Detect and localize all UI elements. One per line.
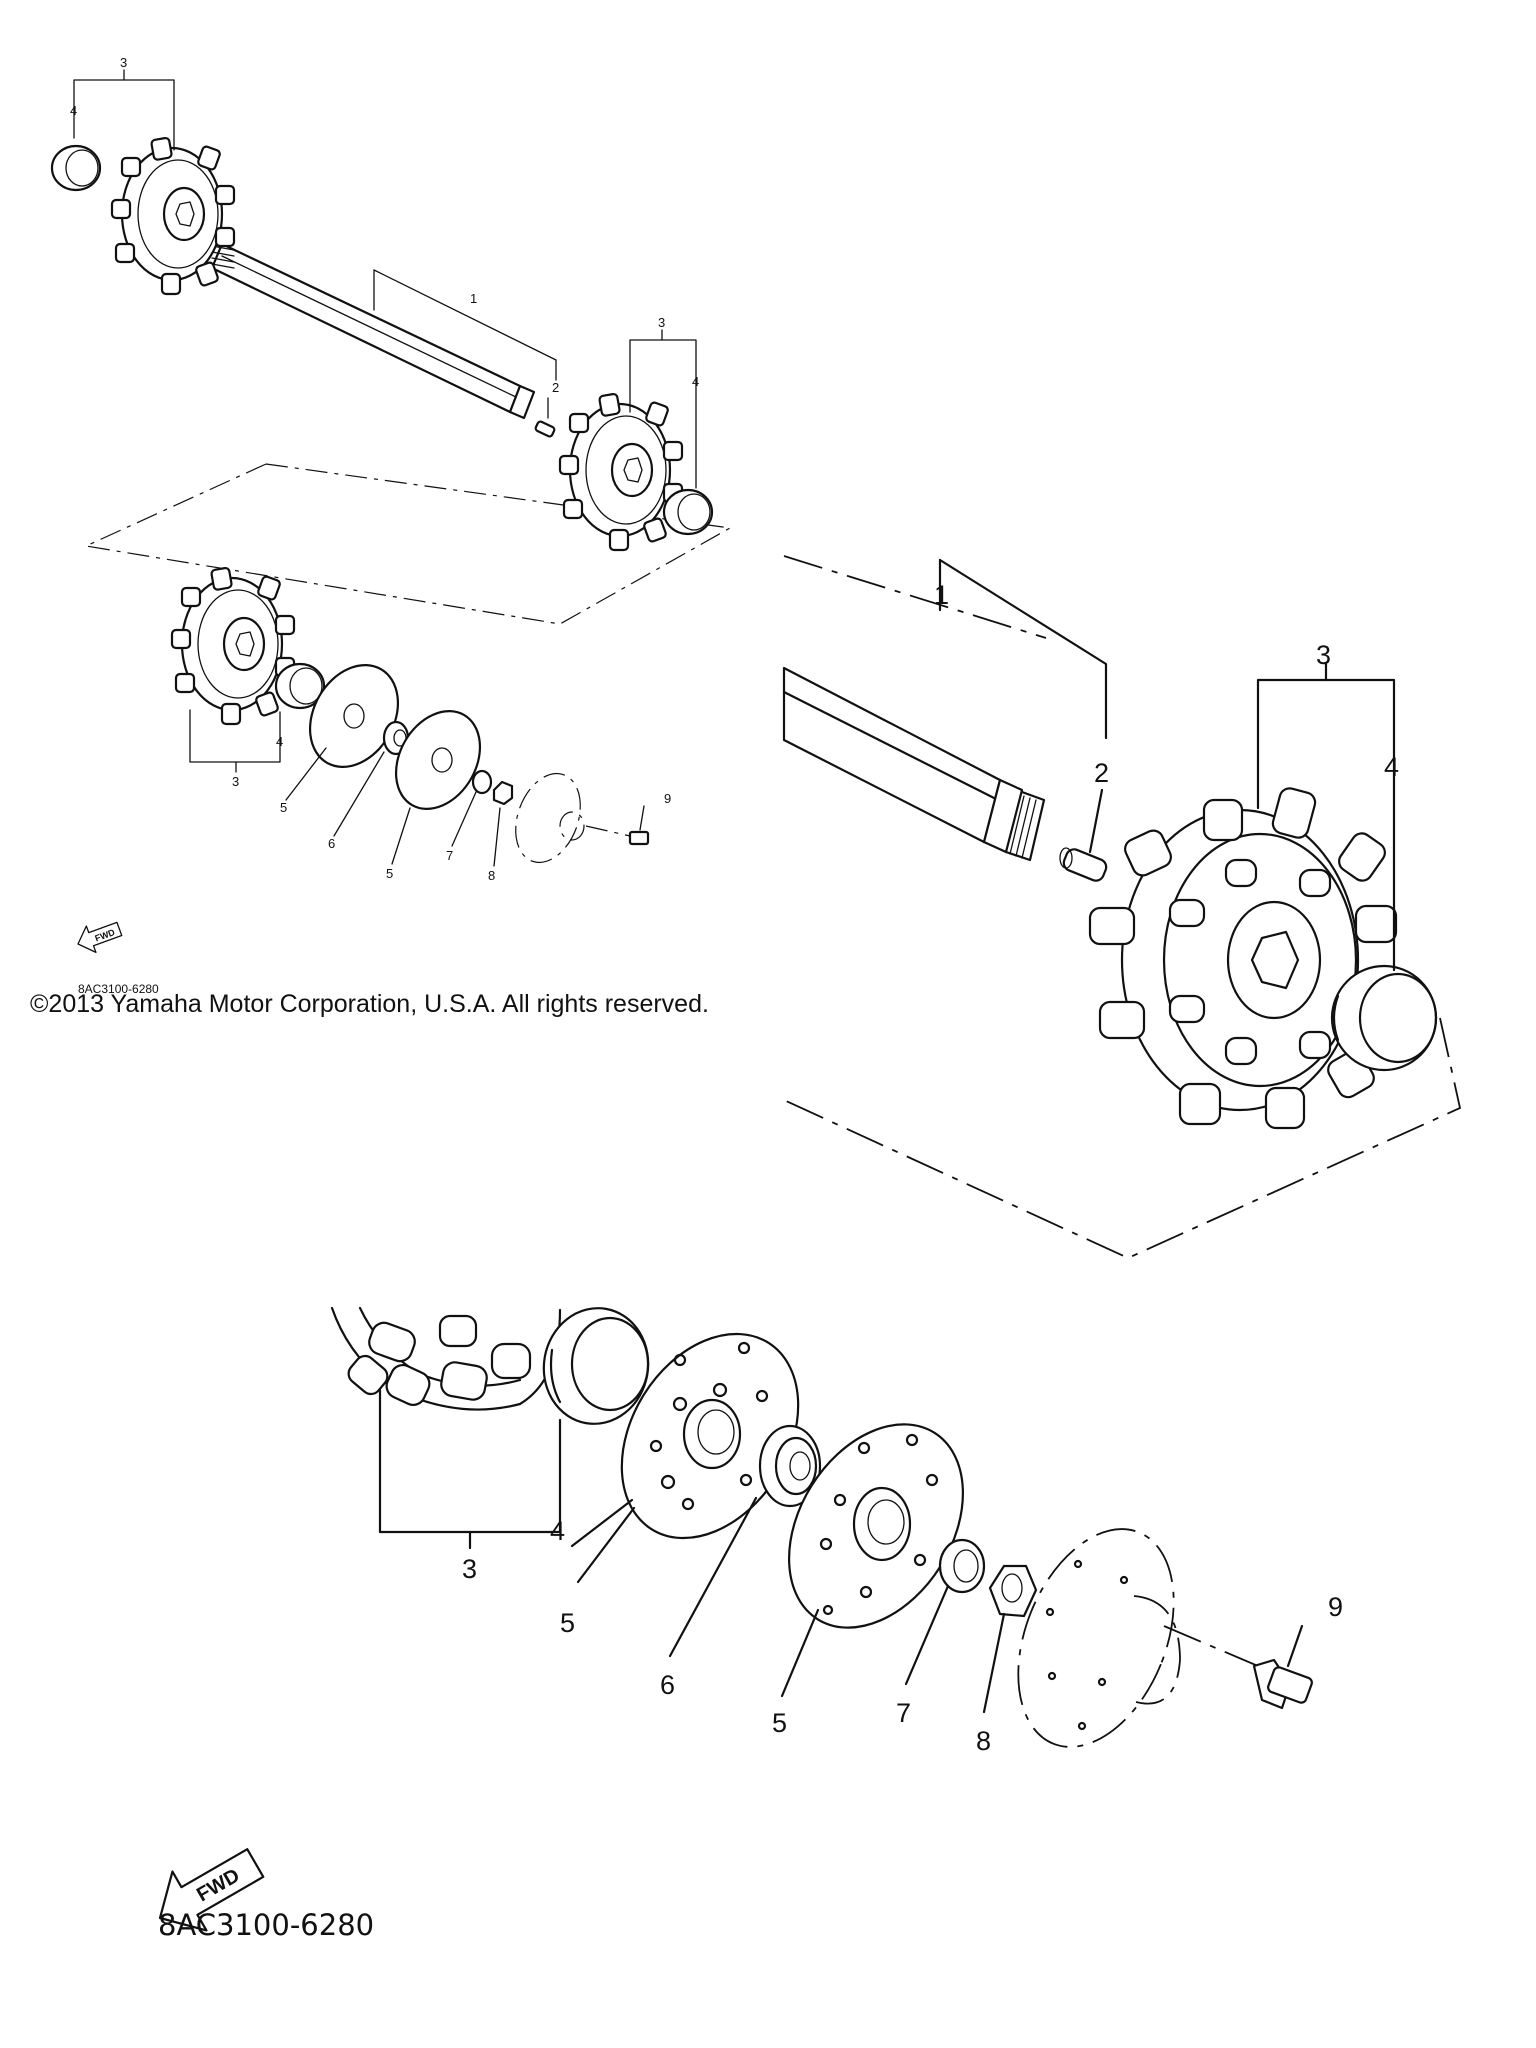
- overview-plate-b: [394, 710, 482, 810]
- copyright-notice: ©2013 Yamaha Motor Corporation, U.S.A. A…: [30, 990, 709, 1018]
- detail-callout-9: 9: [1328, 1592, 1343, 1622]
- overview-bearing-left: [50, 144, 102, 192]
- overview-sprocket-lower: [170, 566, 296, 726]
- overview-callout-4-right: 4: [692, 374, 699, 389]
- detail-sprocket-partial: [330, 1306, 562, 1411]
- overview-callout-7: 7: [446, 848, 453, 863]
- overview-sprocket-right: [558, 392, 684, 552]
- overview-shaft: [210, 242, 536, 420]
- detail-leader-1: [938, 558, 1108, 740]
- detail-sprocket: [1088, 787, 1400, 1130]
- overview-washer: [471, 769, 493, 795]
- overview-callout-3-lower: 3: [232, 774, 239, 789]
- overview-diagram: 3 4 1 2 3 4 4 3 5 6 5 7 8 9 FWD: [50, 55, 732, 954]
- detail-pin: [1059, 847, 1108, 882]
- detail-lower-callout-4: 4: [550, 1516, 565, 1546]
- detail-callout-5-b: 5: [772, 1708, 787, 1738]
- overview-callout-9: 9: [664, 791, 671, 806]
- detail-callout-4: 4: [1384, 752, 1399, 782]
- overview-callout-8: 8: [488, 868, 495, 883]
- detail-callout-3: 3: [1316, 640, 1331, 670]
- diagram-code-small: 8AC3100-6280: [78, 982, 159, 996]
- detail-hub-assembly: 4 3 5 6 5 7 8 9 FWD: [158, 1306, 1343, 1932]
- detail-bearing: [1330, 964, 1438, 1072]
- overview-bearing-right: [662, 488, 714, 536]
- overview-callout-3-right: 3: [658, 315, 665, 330]
- overview-pin: [534, 420, 556, 438]
- detail-lower-bearing: [542, 1307, 650, 1425]
- detail-alignment-top: [783, 555, 1047, 639]
- overview-bracket-3-lower: [189, 709, 281, 763]
- diagram-code-large: 8AC3100-6280: [158, 1908, 375, 1942]
- detail-ball-bearing: [758, 1424, 822, 1508]
- detail-callout-6: 6: [660, 1670, 675, 1700]
- detail-callout-5-a: 5: [560, 1608, 575, 1638]
- detail-alignment-bottom: [783, 1017, 1462, 1259]
- overview-bolt: [585, 825, 650, 846]
- overview-hub: [515, 772, 585, 864]
- detail-lower-bracket-3: [378, 1388, 562, 1534]
- overview-callout-4-left: 4: [70, 103, 77, 118]
- detail-callout-7: 7: [896, 1698, 911, 1728]
- detail-callout-1: 1: [934, 580, 949, 610]
- overview-sprocket-left: [110, 136, 236, 296]
- overview-callout-4-lower: 4: [276, 734, 283, 749]
- overview-callout-1: 1: [470, 291, 477, 306]
- detail-shaft-sprocket: 1 2 3 4: [782, 555, 1462, 1259]
- detail-callout-8: 8: [976, 1726, 991, 1756]
- overview-callout-3-left: 3: [120, 55, 127, 70]
- detail-shaft: [782, 666, 1046, 862]
- overview-callout-2: 2: [552, 380, 559, 395]
- detail-callout-2: 2: [1094, 758, 1109, 788]
- overview-bracket-3-right: [629, 339, 697, 489]
- detail-hub: [1017, 1528, 1181, 1748]
- detail-nut: [988, 1564, 1038, 1618]
- overview-callout-6: 6: [328, 836, 335, 851]
- overview-nut: [492, 780, 514, 806]
- overview-callout-5-a: 5: [280, 800, 287, 815]
- overview-callout-5-b: 5: [386, 866, 393, 881]
- detail-bolt: [1163, 1625, 1313, 1710]
- detail-washer: [938, 1538, 986, 1594]
- fwd-arrow-icon-small: FWD: [77, 921, 123, 954]
- detail-lower-callout-3: 3: [462, 1554, 477, 1584]
